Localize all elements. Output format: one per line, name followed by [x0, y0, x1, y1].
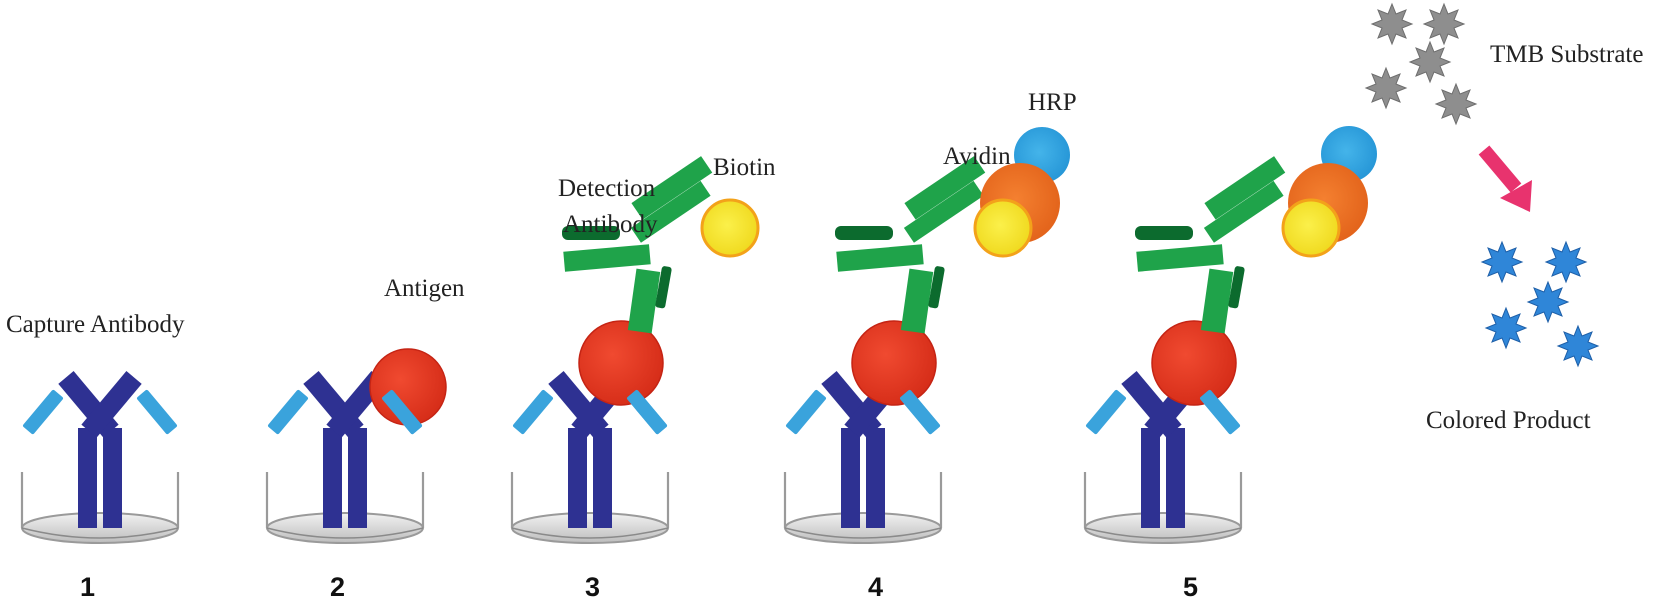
- colored-product-star-icon: [1556, 324, 1600, 368]
- hrp-label: HRP: [1028, 89, 1077, 116]
- step-5-group: [1083, 126, 1377, 545]
- detection-antibody-label-line1: Detection: [558, 175, 656, 202]
- colored-product-stars: [1480, 240, 1600, 368]
- step-2-group: [265, 348, 447, 545]
- tmb-substrate-label: TMB Substrate: [1490, 41, 1643, 68]
- step-4-group: [783, 127, 1070, 545]
- colored-product-star-icon: [1484, 306, 1528, 350]
- colored-product-star-icon: [1526, 280, 1570, 324]
- biotin-circle: [973, 198, 1033, 258]
- tmb-star-icon: [1408, 40, 1452, 84]
- step-number-3: 3: [585, 572, 600, 602]
- tmb-substrate-stars: [1364, 2, 1478, 126]
- tmb-star-icon: [1422, 2, 1466, 46]
- tmb-star-icon: [1434, 82, 1478, 126]
- biotin-circle: [1281, 198, 1341, 258]
- antigen-circle: [851, 320, 937, 406]
- antigen-circle: [578, 320, 664, 406]
- step-number-5: 5: [1183, 572, 1198, 602]
- detection-antibody-label-line2: Antibody: [563, 211, 658, 238]
- antigen-label: Antigen: [384, 275, 465, 302]
- colored-product-star-icon: [1480, 240, 1524, 284]
- colored-product-star-icon: [1544, 240, 1588, 284]
- step-1-group: [20, 369, 180, 545]
- tmb-star-icon: [1370, 2, 1414, 46]
- arrow-icon: [1478, 145, 1532, 212]
- step-number-4: 4: [868, 572, 883, 602]
- tmb-star-icon: [1364, 66, 1408, 110]
- avidin-label: Avidin: [943, 143, 1011, 170]
- capture-antibody-label: Capture Antibody: [6, 311, 185, 338]
- antigen-circle: [1151, 320, 1237, 406]
- colored-product-label: Colored Product: [1426, 407, 1591, 434]
- step-number-2: 2: [330, 572, 345, 602]
- biotin-label: Biotin: [713, 154, 776, 181]
- step-number-1: 1: [80, 572, 95, 602]
- biotin-circle: [700, 198, 760, 258]
- step-3-group: [510, 156, 760, 545]
